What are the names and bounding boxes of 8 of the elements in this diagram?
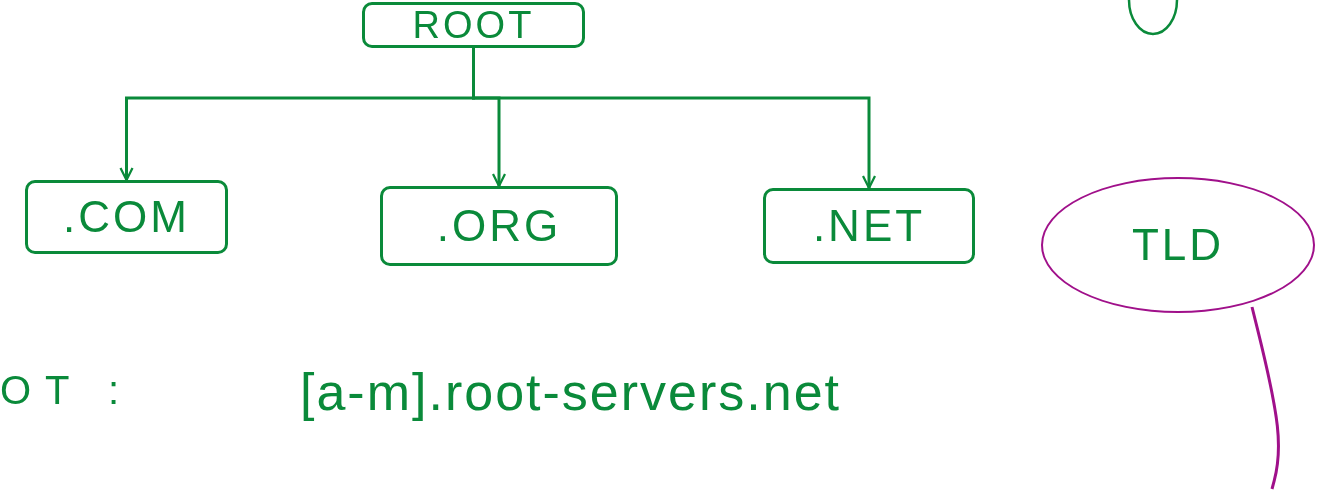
domain-box: ROOT — [362, 2, 585, 48]
arrow — [472, 48, 877, 190]
server-name-text: [a-m].root-servers.net — [300, 362, 842, 422]
ellipse-node: TLD — [1041, 177, 1315, 313]
domain-box: .ORG — [380, 186, 618, 266]
domain-box: .COM — [25, 180, 228, 254]
domain-box: .NET — [763, 188, 975, 264]
partial-label: OT : — [0, 368, 134, 413]
